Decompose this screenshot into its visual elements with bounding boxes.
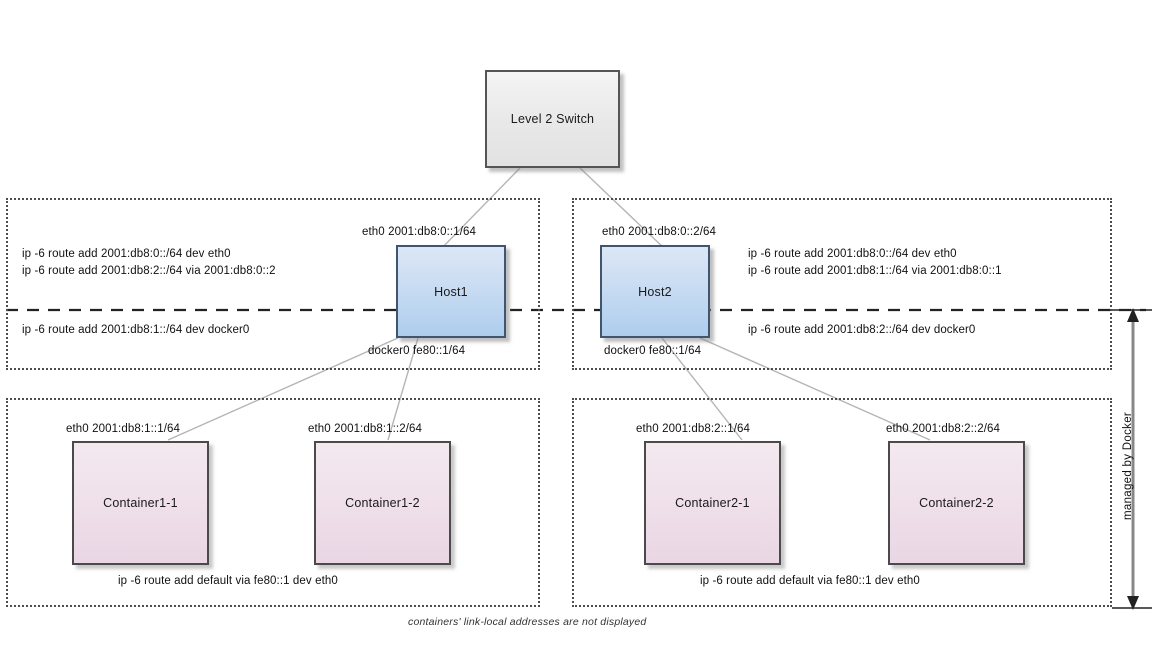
host2-label: Host2 [638,284,672,299]
host1-route-eth0: ip -6 route add 2001:db8:0::/64 dev eth0 [22,248,231,260]
container2-1-node[interactable]: Container2-1 [644,441,781,565]
host1-label: Host1 [434,284,468,299]
container1-1-eth0-label: eth0 2001:db8:1::1/64 [66,423,181,435]
container2-2-node[interactable]: Container2-2 [888,441,1025,565]
host1-node[interactable]: Host1 [396,245,506,338]
container1-1-label: Container1-1 [103,496,178,510]
container-group-2-default-route: ip -6 route add default via fe80::1 dev … [700,575,920,587]
container2-1-label: Container2-1 [675,496,750,510]
host1-route-remote: ip -6 route add 2001:db8:2::/64 via 2001… [22,265,276,277]
container-group-1-default-route: ip -6 route add default via fe80::1 dev … [118,575,338,587]
host2-docker0-label: docker0 fe80::1/64 [604,345,702,357]
switch-node[interactable]: Level 2 Switch [485,70,620,168]
container-group-1 [6,398,540,607]
container1-2-eth0-label: eth0 2001:db8:1::2/64 [308,423,423,435]
managed-by-docker-label: managed by Docker [1122,411,1134,520]
host2-route-docker0: ip -6 route add 2001:db8:2::/64 dev dock… [748,324,976,336]
host1-eth0-label: eth0 2001:db8:0::1/64 [362,226,477,238]
container2-1-eth0-label: eth0 2001:db8:2::1/64 [636,423,751,435]
container2-2-label: Container2-2 [919,496,994,510]
host1-docker0-label: docker0 fe80::1/64 [368,345,466,357]
diagram-caption: containers' link-local addresses are not… [408,616,647,628]
container1-1-node[interactable]: Container1-1 [72,441,209,565]
container1-2-label: Container1-2 [345,496,420,510]
container-group-2 [572,398,1112,607]
host1-route-docker0: ip -6 route add 2001:db8:1::/64 dev dock… [22,324,250,336]
scope-arrow-head-top [1127,308,1139,322]
host-group-1 [6,198,540,370]
host2-eth0-label: eth0 2001:db8:0::2/64 [602,226,717,238]
host2-route-eth0: ip -6 route add 2001:db8:0::/64 dev eth0 [748,248,957,260]
container2-2-eth0-label: eth0 2001:db8:2::2/64 [886,423,1001,435]
scope-arrow-head-bottom [1127,596,1139,610]
host2-node[interactable]: Host2 [600,245,710,338]
switch-label: Level 2 Switch [510,112,595,126]
container1-2-node[interactable]: Container1-2 [314,441,451,565]
host2-route-remote: ip -6 route add 2001:db8:1::/64 via 2001… [748,265,1002,277]
host-group-2 [572,198,1112,370]
